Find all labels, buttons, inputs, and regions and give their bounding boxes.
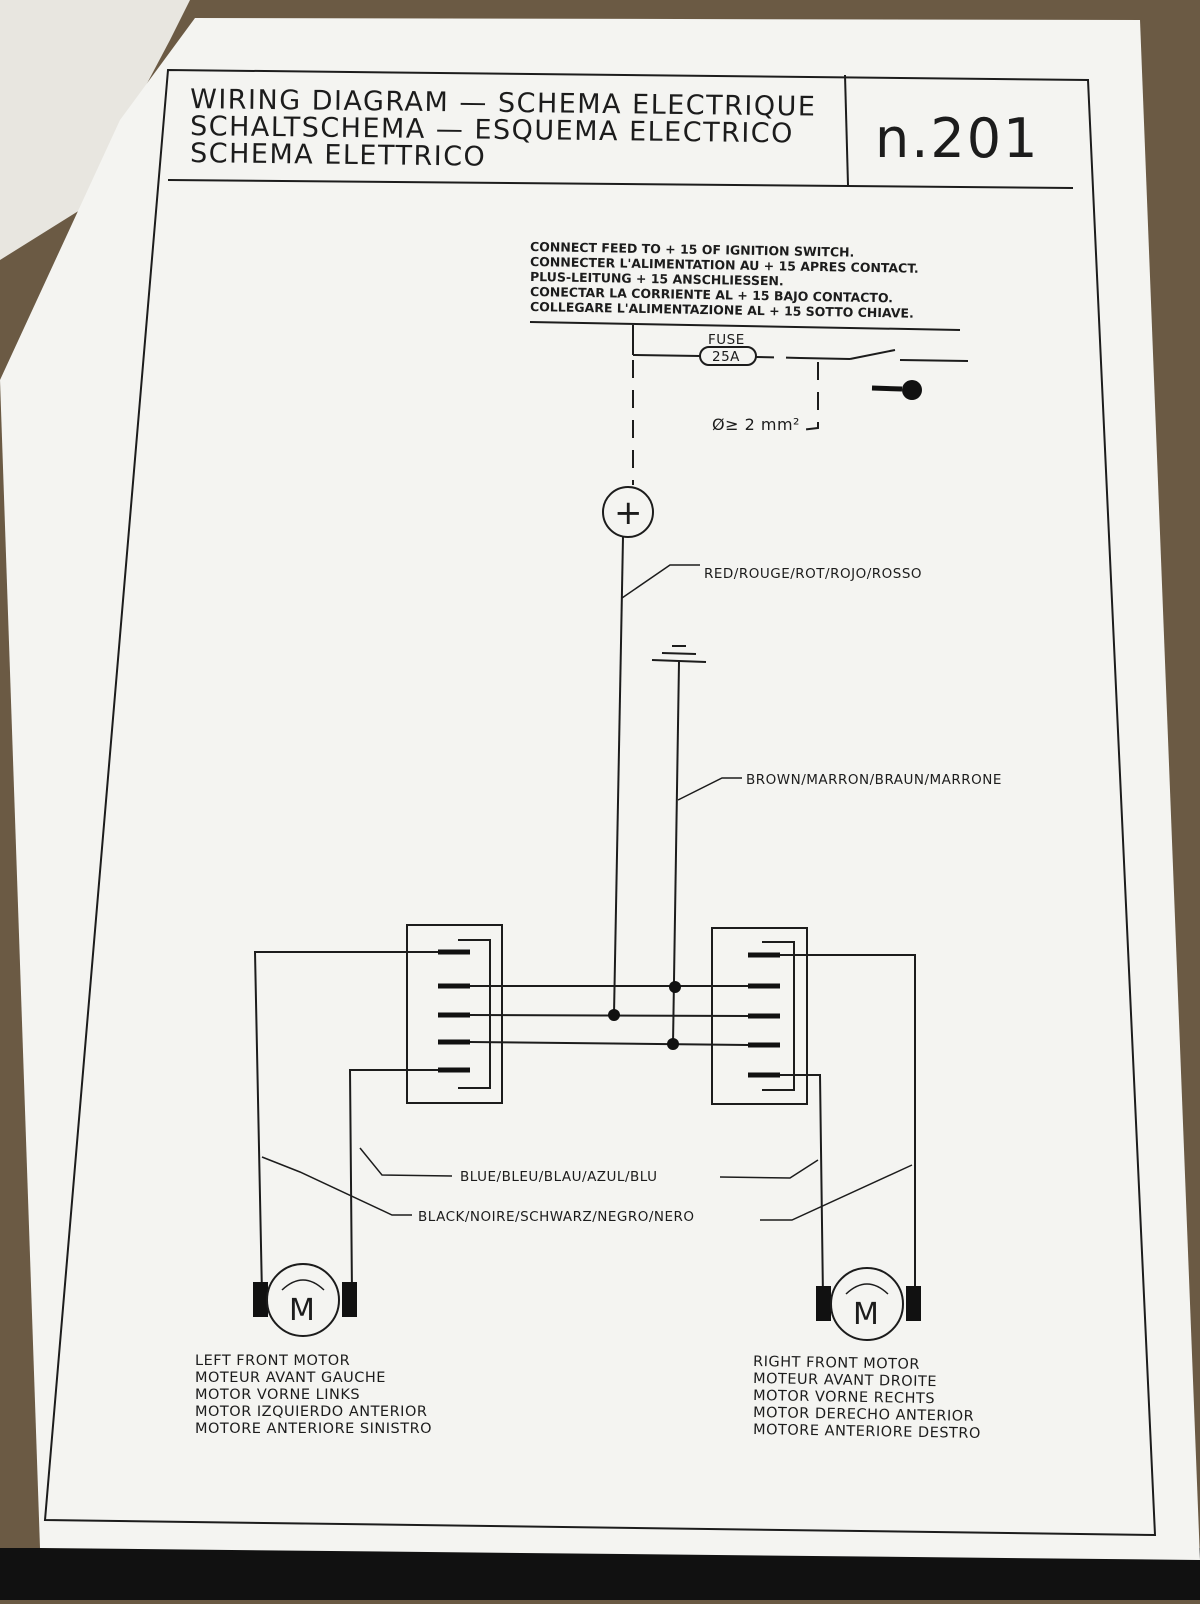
svg-text:MOTORE ANTERIORE SINISTRO: MOTORE ANTERIORE SINISTRO [195,1421,432,1437]
right-motor-label: RIGHT FRONT MOTOR MOTEUR AVANT DROITE MO… [753,1354,981,1442]
notes-underline [529,321,961,331]
fuse-label: FUSE [708,332,745,348]
blue-leader-right [719,1159,819,1179]
red-wire [613,536,624,1015]
outer-frame [43,68,1157,1537]
svg-text:M: M [289,1293,315,1328]
black-wire-label: BLACK/NOIRE/SCHWARZ/NEGRO/NERO [418,1209,695,1225]
brown-junction-dot [667,1038,679,1050]
feed-note-line: COLLEGARE L'ALIMENTAZIONE AL + 15 SOTTO … [530,299,914,321]
positive-terminal-icon: + [602,486,654,538]
right-blue-wire [780,954,916,1298]
left-motor-icon: M [253,1263,357,1337]
blue-leader-left [359,1147,453,1177]
brown-junction-dot [669,981,681,993]
svg-text:MOTOR DERECHO ANTERIOR: MOTOR DERECHO ANTERIOR [753,1405,974,1425]
svg-text:MOTOR VORNE RECHTS: MOTOR VORNE RECHTS [753,1388,935,1407]
brown-wire-label: BROWN/MARRON/BRAUN/MARRONE [746,772,1002,788]
ground-icon [651,645,707,663]
feed-note-line: CONNECTER L'ALIMENTATION AU + 15 APRES C… [530,254,919,276]
wire-gauge-label: Ø≥ 2 mm² [712,415,800,434]
title-line: SCHALTSCHEMA — ESQUEMA ELECTRICO [190,111,794,149]
feed-note-line: CONECTAR LA CORRIENTE AL + 15 BAJO CONTA… [530,284,893,305]
title-block-divider [167,179,1074,189]
red-wire-label: RED/ROUGE/ROT/ROJO/ROSSO [704,566,922,582]
svg-text:LEFT FRONT MOTOR: LEFT FRONT MOTOR [195,1353,350,1369]
ignition-switch [799,349,969,362]
brown-wire-leader [677,777,742,801]
left-blue-wire [253,951,438,1296]
right-black-wire [780,1074,824,1299]
feed-wire-to-fuse [632,354,701,357]
feed-notes: CONNECT FEED TO + 15 OF IGNITION SWITCH.… [530,239,919,321]
ignition-key-icon [871,380,922,400]
blue-wire-label: BLUE/BLEU/BLAU/AZUL/BLU [460,1169,658,1185]
svg-text:MOTORE ANTERIORE DESTRO: MOTORE ANTERIORE DESTRO [753,1422,981,1442]
feed-note-line: PLUS-LEITUNG + 15 ANSCHLIESSEN. [530,269,784,288]
svg-text:MOTEUR AVANT GAUCHE: MOTEUR AVANT GAUCHE [195,1370,386,1386]
left-motor-label: LEFT FRONT MOTOR MOTEUR AVANT GAUCHE MOT… [195,1353,432,1437]
left-connector [406,924,503,1104]
diagram-number: n.201 [875,107,1039,170]
svg-text:MOTOR IZQUIERDO ANTERIOR: MOTOR IZQUIERDO ANTERIOR [195,1404,427,1420]
svg-text:MOTEUR AVANT DROITE: MOTEUR AVANT DROITE [753,1371,937,1390]
fuse: FUSE 25A [699,332,757,366]
svg-text:RIGHT FRONT MOTOR: RIGHT FRONT MOTOR [753,1354,920,1373]
fuse-rating: 25A [712,349,740,365]
black-leader-right [760,1164,913,1221]
gauge-leader [799,362,819,431]
black-leader-left [261,1156,412,1216]
title-line: WIRING DIAGRAM — SCHEMA ELECTRIQUE [190,84,817,123]
svg-text:M: M [853,1297,879,1332]
svg-text:MOTOR VORNE LINKS: MOTOR VORNE LINKS [195,1387,360,1403]
paper-sheet [0,18,1200,1560]
brown-wire [672,661,680,1045]
title-number-divider [844,74,849,186]
feed-note-line: CONNECT FEED TO + 15 OF IGNITION SWITCH. [530,239,854,260]
title-line: SCHEMA ELETTRICO [190,138,487,173]
title-block: WIRING DIAGRAM — SCHEMA ELECTRIQUE SCHAL… [190,84,1039,173]
fuse-to-switch-wire [755,356,801,359]
right-motor-icon: M [816,1267,921,1341]
background-paper [0,0,190,260]
red-wire-leader [621,564,700,599]
svg-text:+: + [614,493,643,533]
red-junction-dot [608,1009,620,1021]
left-black-wire [348,1069,438,1296]
